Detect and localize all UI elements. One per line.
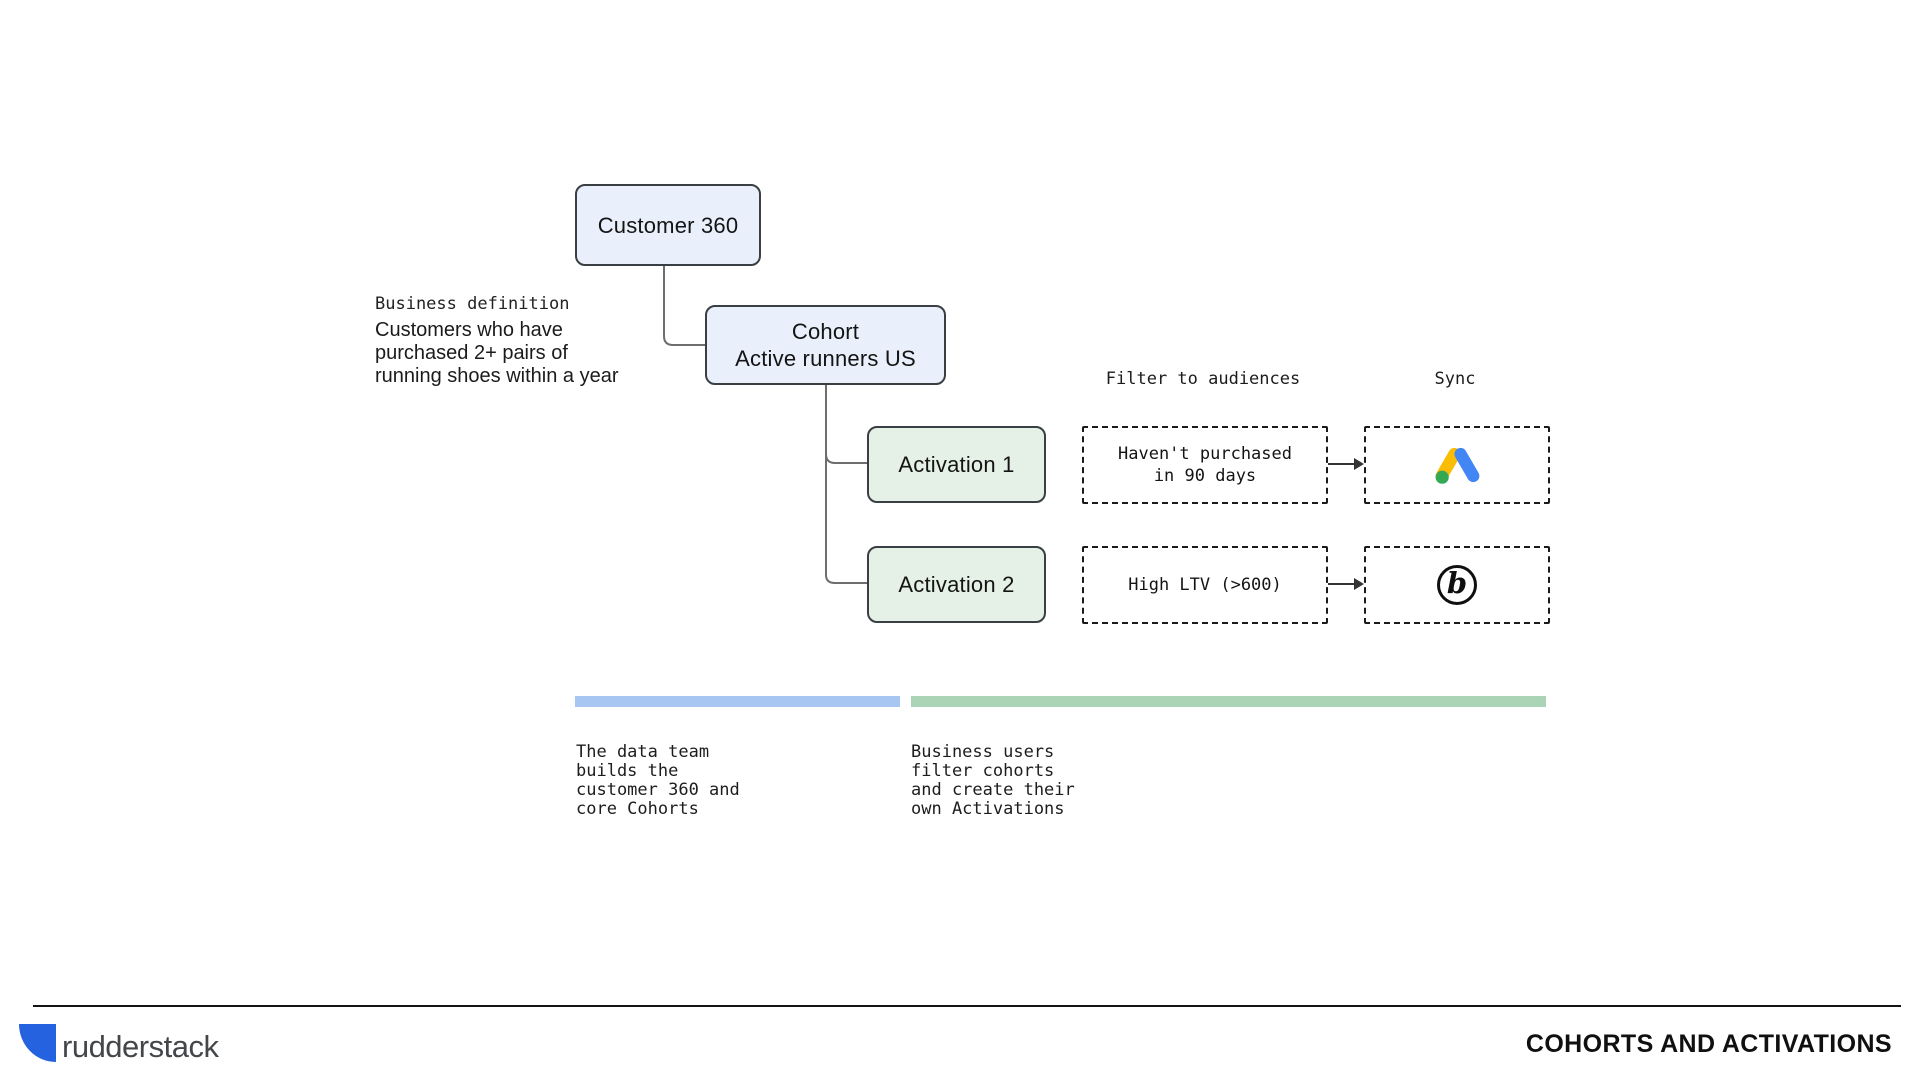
filter-text-row2: High LTV (>600): [1128, 575, 1282, 595]
arrow1-head: [1354, 458, 1364, 470]
rudderstack-wordmark: rudderstack: [62, 1029, 219, 1064]
filter-box-row1: Haven't purchased in 90 days: [1082, 426, 1328, 504]
google-ads-icon: [1435, 447, 1479, 484]
business-users-caption: Business users filter cohorts and create…: [911, 742, 1075, 819]
braze-glyph: b: [1446, 566, 1468, 600]
filter-column-header: Filter to audiences: [1105, 369, 1301, 389]
data-team-legend-bar: [575, 696, 900, 707]
filter-box-row2: High LTV (>600): [1082, 546, 1328, 624]
sync-column-header: Sync: [1434, 369, 1476, 389]
customer-360-label: Customer 360: [597, 212, 739, 238]
business-users-legend-bar: [911, 696, 1546, 707]
activation-2-node: Activation 2: [867, 546, 1046, 623]
connector-cohort-to-activation2: [825, 574, 867, 584]
connector-customer360-to-cohort: [663, 262, 705, 346]
arrow2-head: [1354, 578, 1364, 590]
customer-360-node: Customer 360: [575, 184, 761, 266]
data-team-caption: The data team builds the customer 360 an…: [576, 742, 740, 819]
sync-box-row1: [1364, 426, 1550, 504]
rudderstack-logo-icon: [19, 1024, 56, 1062]
business-definition-heading: Business definition: [375, 294, 570, 314]
footer-divider-line: [33, 1005, 1901, 1007]
filter-text-row1: Haven't purchased in 90 days: [1118, 444, 1292, 486]
cohort-label: Cohort Active runners US: [735, 319, 916, 371]
connector-cohort-to-activation1: [825, 453, 867, 464]
slide-title: COHORTS AND ACTIVATIONS: [1525, 1030, 1892, 1058]
activation-2-label: Activation 2: [898, 572, 1015, 597]
sync-box-row2: b: [1364, 546, 1550, 624]
activation-1-node: Activation 1: [867, 426, 1046, 503]
braze-icon: b: [1437, 565, 1477, 605]
business-definition-body: Customers who have purchased 2+ pairs of…: [375, 319, 619, 387]
activation-1-label: Activation 1: [898, 452, 1015, 477]
cohort-node: Cohort Active runners US: [705, 305, 946, 385]
